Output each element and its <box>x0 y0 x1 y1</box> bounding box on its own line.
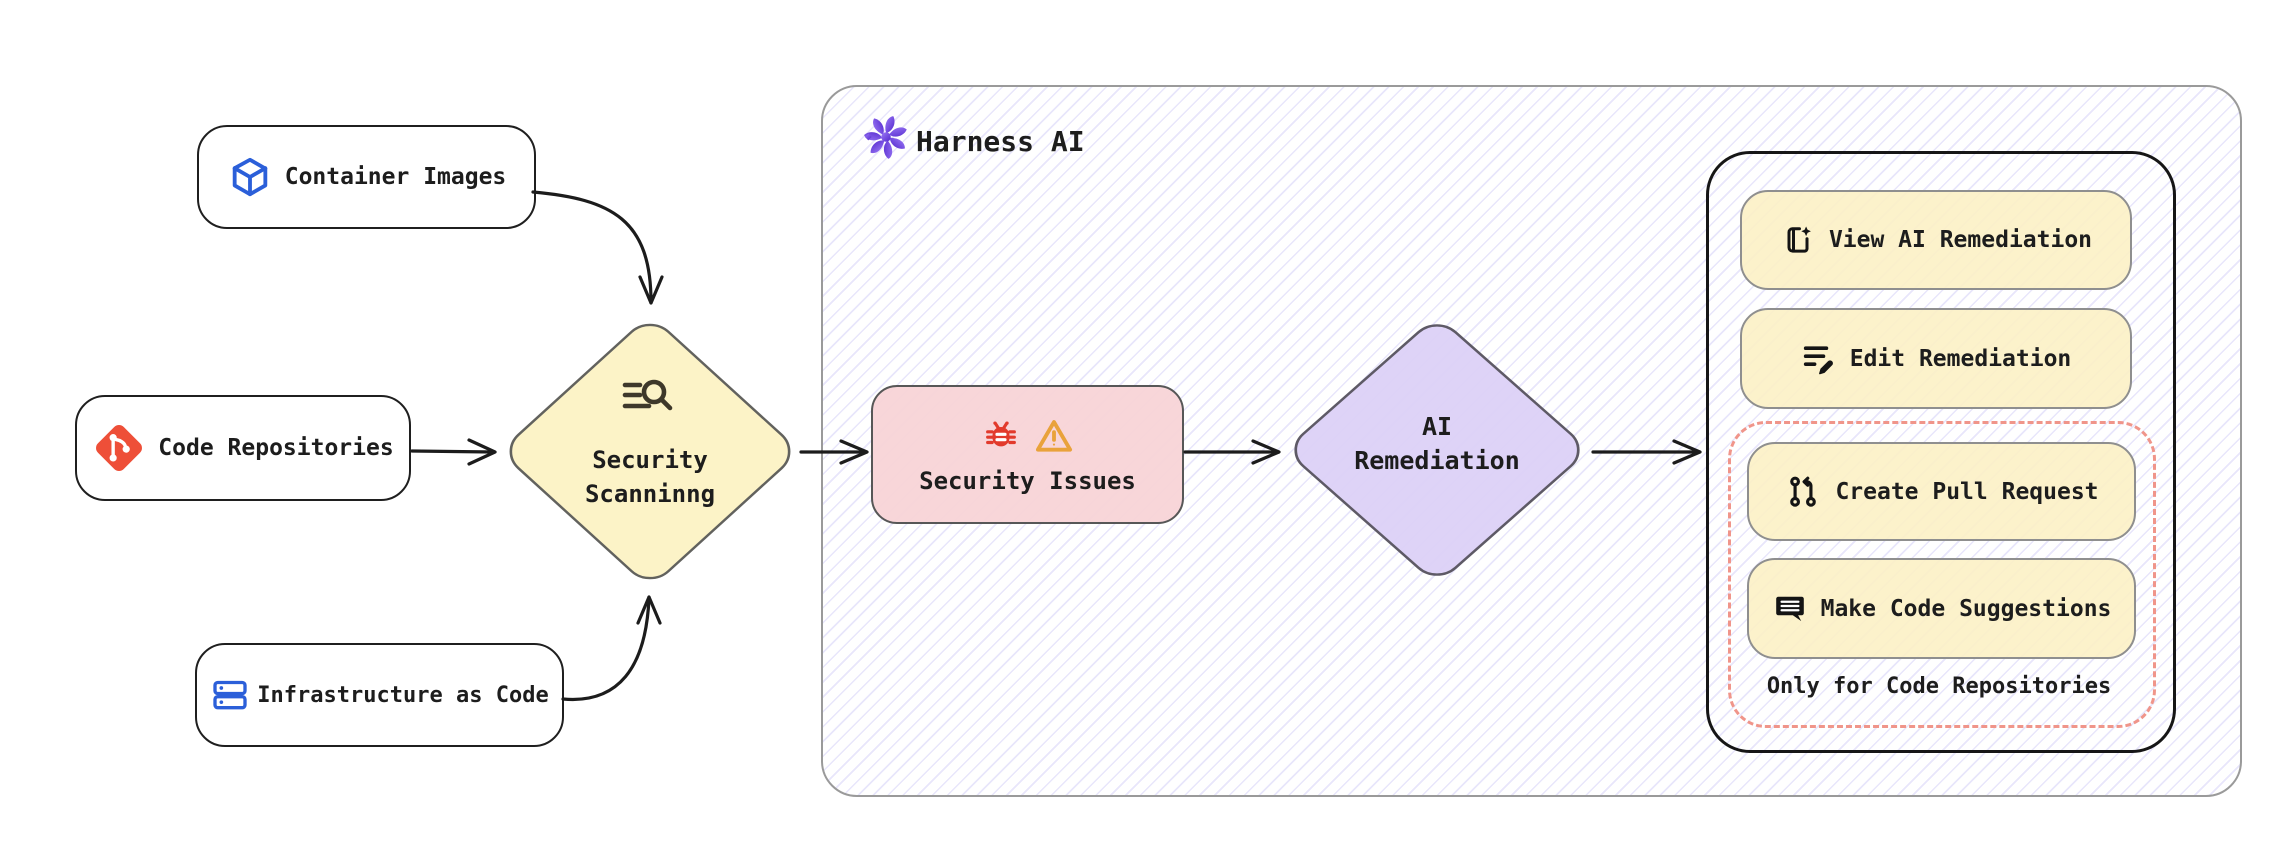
arrow-code-repositories-to-scanning <box>410 438 497 466</box>
button-label: Edit Remediation <box>1849 345 2072 372</box>
harness-ai-icon <box>864 116 907 159</box>
pull-request-icon <box>1790 476 1817 507</box>
make-code-suggestions-button: Make Code Suggestions <box>1747 558 2136 659</box>
list-search-icon <box>622 379 673 411</box>
node-container-images: Container Images <box>197 125 536 229</box>
remediation-actions-container <box>1706 151 2176 753</box>
scanning-label-line2: Scanninng <box>584 480 716 508</box>
cube-icon <box>232 157 267 197</box>
node-label: Infrastructure as Code <box>257 682 549 708</box>
node-security-scanning: Security Scanninng <box>500 315 800 588</box>
warning-icon <box>1035 419 1072 452</box>
view-remediation-icon <box>1787 226 1811 253</box>
scanning-label-line1: Security <box>592 446 708 474</box>
node-security-issues: Security Issues <box>871 385 1184 524</box>
arrow-container-images-to-scanning <box>531 190 664 305</box>
arrow-infrastructure-to-scanning <box>561 595 662 702</box>
view-ai-remediation-button: View AI Remediation <box>1740 190 2132 290</box>
node-code-repositories: Code Repositories <box>75 395 411 501</box>
create-pull-request-button: Create Pull Request <box>1747 442 2136 541</box>
code-repo-only-group <box>1728 421 2156 728</box>
node-label: Code Repositories <box>158 435 394 461</box>
harness-ai-title: Harness AI <box>916 125 1085 158</box>
remediation-label-line1: AI <box>1421 412 1453 441</box>
issues-label: Security Issues <box>919 466 1136 495</box>
git-icon <box>96 425 143 471</box>
code-repo-only-note: Only for Code Repositories <box>1766 674 2112 699</box>
node-ai-remediation: AI Remediation <box>1285 316 1589 584</box>
edit-pencil-icon <box>1803 345 1833 374</box>
code-suggestion-icon <box>1775 596 1804 621</box>
button-label: Create Pull Request <box>1835 478 2099 505</box>
button-label: Make Code Suggestions <box>1820 595 2112 622</box>
server-stack-icon <box>213 680 247 710</box>
edit-remediation-button: Edit Remediation <box>1740 308 2132 409</box>
node-label: Container Images <box>284 164 507 190</box>
bug-icon <box>985 421 1016 446</box>
node-infrastructure-as-code: Infrastructure as Code <box>195 643 564 747</box>
remediation-label-line2: Remediation <box>1354 446 1520 475</box>
button-label: View AI Remediation <box>1828 227 2093 253</box>
